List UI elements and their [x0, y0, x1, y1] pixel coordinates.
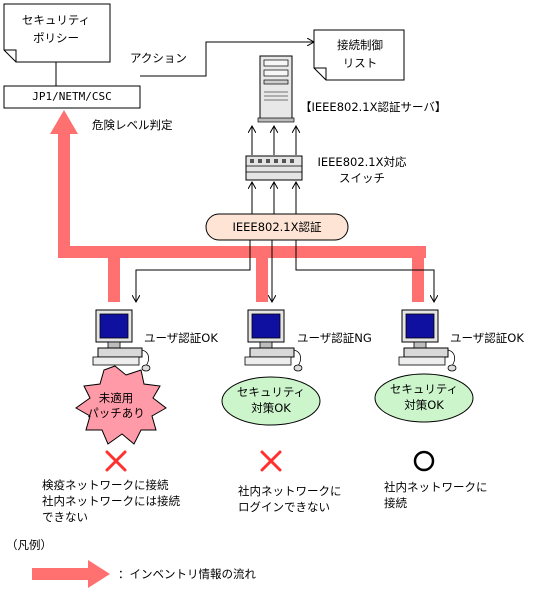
acl-note — [313, 29, 405, 81]
client-3-status-ellipse — [374, 373, 474, 423]
client-1-status-line1: 未適用 — [98, 391, 134, 405]
auth-pill — [205, 213, 349, 241]
policy-note-line2: ポリシー — [33, 31, 79, 45]
client-3-result-line1: 社内ネットワークに — [384, 480, 488, 494]
client-1-result-line3: できない — [42, 510, 88, 524]
client-3-circle-icon — [413, 450, 435, 472]
client-2-cross-icon — [260, 450, 282, 472]
client-2-result-line1: 社内ネットワークに — [238, 484, 342, 498]
client-2-status-line1: セキュリティ — [236, 385, 306, 399]
switch-to-client-3-arrow — [295, 240, 434, 302]
flow-stub-client-1 — [108, 252, 120, 302]
flow-bar-horizontal — [58, 246, 426, 258]
acl-note-line2: リスト — [342, 56, 378, 70]
inventory-flow — [50, 110, 426, 302]
flow-bar-vertical — [58, 134, 70, 258]
client-1-pc-icon — [92, 309, 151, 372]
client-2-status-ellipse — [221, 376, 321, 426]
legend-flow-label: ：インベントリ情報の流れ — [118, 567, 256, 581]
action-label: アクション — [130, 51, 187, 65]
manager-box — [3, 85, 141, 109]
client-1-status-line2: パッチあり — [87, 406, 145, 420]
client-1-auth-result: ユーザ認証OK — [144, 331, 218, 345]
policy-note — [3, 3, 111, 63]
auth-server-label: 【IEEE802.1X認証サーバ】 — [300, 100, 447, 114]
flow-stub-client-3 — [412, 252, 424, 302]
client-1-cross-icon — [105, 450, 127, 472]
client-2-pc-icon — [244, 309, 303, 372]
client-3-result-line2: 接続 — [384, 496, 407, 510]
connectors — [55, 42, 434, 302]
flow-arrowhead — [50, 110, 78, 134]
client-2-auth-result: ユーザ認証NG — [297, 331, 372, 345]
auth-pill-label: IEEE802.1X認証 — [232, 220, 322, 234]
auth-server-icon — [257, 55, 295, 123]
acl-note-line1: 接続制御 — [337, 38, 383, 52]
client-3-pc-icon — [398, 309, 457, 372]
action-arrow — [140, 42, 314, 77]
judge-label: 危険レベル判定 — [92, 118, 173, 132]
switch-label-line1: IEEE802.1X対応 — [317, 155, 407, 169]
client-3-status-line2: 対策OK — [404, 398, 444, 412]
switch-icon — [245, 155, 303, 181]
client-1-result-line2: 社内ネットワークには接続 — [42, 494, 180, 508]
switch-to-client-1-arrow — [136, 240, 251, 302]
client-1-warning-star — [75, 365, 167, 445]
switch-label-line2: スイッチ — [339, 171, 385, 185]
client-3-auth-result: ユーザ認証OK — [450, 331, 524, 345]
client-1-result-line1: 検疫ネットワークに接続 — [42, 478, 169, 492]
client-2-status-line2: 対策OK — [251, 401, 291, 415]
manager-name: JP1/NETM/CSC — [32, 90, 112, 103]
flow-stub-client-2 — [256, 252, 268, 302]
client-3-status-line1: セキュリティ — [389, 382, 459, 396]
legend-arrow — [32, 560, 110, 588]
legend-title: （凡例） — [6, 538, 52, 552]
client-2-result-line2: ログインできない — [238, 500, 330, 514]
policy-note-line1: セキュリティ — [21, 13, 91, 27]
